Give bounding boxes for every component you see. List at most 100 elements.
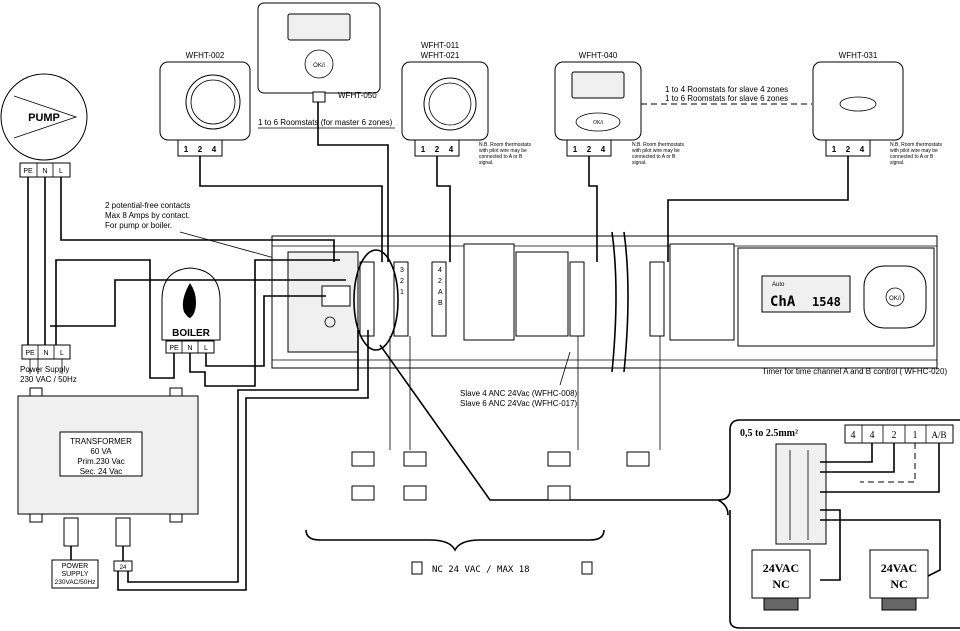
svg-text:2: 2 bbox=[435, 145, 440, 154]
thermostat-wfht-011: WFHT-011 WFHT-021 1 2 4 N.B. Room thermo… bbox=[401, 41, 531, 166]
svg-text:4: 4 bbox=[212, 145, 217, 154]
svg-text:1548: 1548 bbox=[812, 295, 841, 309]
svg-text:For pump or boiler.: For pump or boiler. bbox=[105, 221, 172, 230]
slave-note-2: 1 to 6 Roomstats for slave 6 zones bbox=[665, 94, 788, 103]
pump-terminal-pe: PE bbox=[23, 168, 33, 175]
svg-text:WFHT-011: WFHT-011 bbox=[421, 41, 460, 50]
supply-terminal-n: N bbox=[43, 350, 48, 357]
bottom-brace bbox=[305, 529, 605, 552]
thermostat-wfht-050: OK/i WFHT-050 bbox=[257, 2, 381, 103]
thermostat-wfht-002: WFHT-002 1 2 4 bbox=[159, 51, 251, 157]
svg-text:Max 8 Amps by contact.: Max 8 Amps by contact. bbox=[105, 211, 190, 220]
boiler-terminal-n: N bbox=[187, 345, 192, 352]
bottom-note: NC 24 VAC / MAX 18 bbox=[411, 561, 593, 575]
svg-text:B: B bbox=[438, 300, 443, 307]
svg-text:4: 4 bbox=[851, 430, 856, 441]
boiler-title: BOILER bbox=[172, 328, 211, 339]
slave-label: Slave 4 ANC 24Vac (WFHC-008) Slave 6 ANC… bbox=[458, 351, 586, 410]
svg-text:4: 4 bbox=[870, 430, 875, 441]
svg-text:WFHT-031: WFHT-031 bbox=[839, 51, 878, 60]
actuator-icons bbox=[351, 451, 650, 501]
svg-text:2 potential-free contacts: 2 potential-free contacts bbox=[105, 201, 190, 210]
pump-title: PUMP bbox=[28, 112, 60, 124]
master-note: 1 to 6 Roomstats (for master 6 zones) bbox=[258, 118, 393, 127]
svg-text:Sec. 24 Vac: Sec. 24 Vac bbox=[80, 467, 123, 476]
svg-text:2: 2 bbox=[892, 430, 897, 441]
svg-text:A: A bbox=[438, 289, 443, 296]
thermostat-wfht-031: WFHT-031 1 2 4 N.B. Room thermostats wit… bbox=[812, 51, 942, 166]
wire-size-label: 0,5 to 2.5mm² bbox=[740, 428, 798, 439]
svg-text:Slave 6 ANC 24Vac (WFHC-017): Slave 6 ANC 24Vac (WFHC-017) bbox=[460, 399, 578, 408]
boiler: BOILER PE N L bbox=[161, 267, 221, 354]
svg-text:TRANSFORMER: TRANSFORMER bbox=[70, 437, 132, 446]
svg-text:OK/i: OK/i bbox=[593, 120, 603, 126]
svg-text:1: 1 bbox=[832, 145, 837, 154]
svg-text:2: 2 bbox=[198, 145, 203, 154]
svg-text:4: 4 bbox=[449, 145, 454, 154]
supply-terminal-pe: PE bbox=[25, 350, 35, 357]
svg-text:2: 2 bbox=[438, 278, 442, 285]
svg-text:NC 24 VAC / MAX 18: NC 24 VAC / MAX 18 bbox=[432, 565, 530, 575]
transformer: TRANSFORMER 60 VA Prim.230 Vac Sec. 24 V… bbox=[17, 387, 199, 589]
svg-text:N.B. Room thermostats: N.B. Room thermostats bbox=[632, 142, 684, 148]
svg-text:connected to A or B: connected to A or B bbox=[632, 154, 676, 160]
svg-text:SUPPLY: SUPPLY bbox=[61, 571, 88, 578]
svg-text:1: 1 bbox=[913, 430, 918, 441]
svg-text:signal.: signal. bbox=[632, 160, 646, 166]
power-supply-label: Power Supply bbox=[20, 365, 69, 374]
svg-text:signal.: signal. bbox=[890, 160, 904, 166]
svg-text:1: 1 bbox=[184, 145, 189, 154]
svg-text:4: 4 bbox=[438, 267, 442, 274]
boiler-terminal-pe: PE bbox=[169, 345, 179, 352]
svg-text:60 VA: 60 VA bbox=[90, 447, 112, 456]
svg-text:NC: NC bbox=[772, 577, 789, 591]
svg-text:1: 1 bbox=[400, 289, 404, 296]
svg-text:Slave 4 ANC 24Vac (WFHC-008): Slave 4 ANC 24Vac (WFHC-008) bbox=[460, 389, 578, 398]
svg-text:4: 4 bbox=[601, 145, 606, 154]
svg-text:2: 2 bbox=[846, 145, 851, 154]
svg-text:N.B. Room thermostats: N.B. Room thermostats bbox=[479, 142, 531, 148]
power-supply-voltage: 230 VAC / 50Hz bbox=[20, 375, 77, 384]
svg-text:A/B: A/B bbox=[931, 430, 946, 440]
svg-text:ChA: ChA bbox=[770, 294, 796, 310]
svg-text:WFHT-050: WFHT-050 bbox=[338, 91, 377, 100]
svg-text:230VAC/50Hz: 230VAC/50Hz bbox=[55, 579, 96, 586]
pump: PUMP PE N L bbox=[0, 73, 88, 178]
svg-text:with pilot wire may be: with pilot wire may be bbox=[479, 148, 527, 154]
timer-label: Timer for time channel A and B control (… bbox=[762, 367, 947, 376]
pump-terminal-n: N bbox=[42, 168, 47, 175]
svg-text:24VAC: 24VAC bbox=[763, 561, 799, 575]
thermostat-wfht-040: WFHT-040 OK/i 1 2 4 N.B. Room thermostat… bbox=[554, 51, 684, 166]
supply-terminal-l: L bbox=[60, 350, 64, 357]
detail-panel: 0,5 to 2.5mm² 4 4 2 1 A/B 24VAC NC 24VAC… bbox=[717, 419, 960, 629]
svg-text:signal.: signal. bbox=[479, 160, 493, 166]
svg-text:WFHT-040: WFHT-040 bbox=[579, 51, 618, 60]
svg-text:4: 4 bbox=[860, 145, 865, 154]
svg-text:WFHT-021: WFHT-021 bbox=[421, 51, 460, 60]
timer-module: Auto ChA 1548 OK/i Timer for time channe… bbox=[737, 247, 947, 376]
svg-text:connected to A or B: connected to A or B bbox=[479, 154, 523, 160]
slave-note-1: 1 to 4 Roomstats for slave 4 zones bbox=[665, 85, 788, 94]
boiler-terminal-l: L bbox=[204, 345, 208, 352]
svg-text:1: 1 bbox=[421, 145, 426, 154]
svg-text:with pilot wire may be: with pilot wire may be bbox=[632, 148, 680, 154]
svg-text:2: 2 bbox=[400, 278, 404, 285]
svg-text:24VAC: 24VAC bbox=[881, 561, 917, 575]
svg-text:POWER: POWER bbox=[62, 563, 88, 570]
svg-text:Auto: Auto bbox=[772, 282, 785, 288]
terminal-labels: 3 2 1 4 2 A B bbox=[400, 267, 443, 307]
svg-text:OK/i: OK/i bbox=[313, 63, 325, 69]
svg-text:with pilot wire may be: with pilot wire may be bbox=[890, 148, 938, 154]
svg-text:24: 24 bbox=[120, 565, 127, 571]
svg-text:N.B. Room thermostats: N.B. Room thermostats bbox=[890, 142, 942, 148]
power-supply: PE N L Power Supply 230 VAC / 50Hz bbox=[20, 344, 77, 384]
svg-text:Prim.230 Vac: Prim.230 Vac bbox=[77, 457, 124, 466]
svg-text:2: 2 bbox=[587, 145, 592, 154]
wires bbox=[27, 102, 849, 591]
svg-text:OK/i: OK/i bbox=[889, 296, 901, 302]
svg-text:connected to A or B: connected to A or B bbox=[890, 154, 934, 160]
svg-text:NC: NC bbox=[890, 577, 907, 591]
pump-terminal-l: L bbox=[59, 168, 63, 175]
svg-text:3: 3 bbox=[400, 267, 404, 274]
